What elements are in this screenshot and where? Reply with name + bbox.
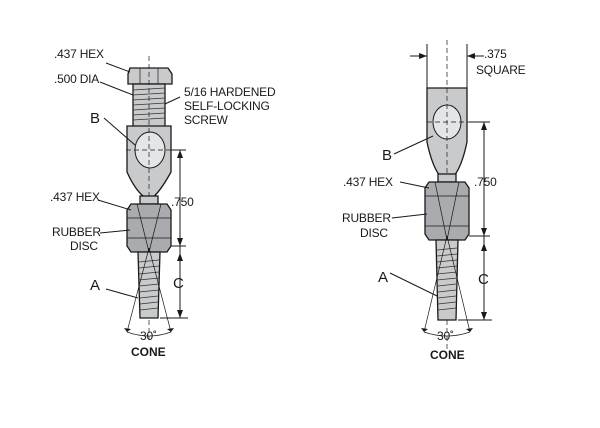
right-stud-threads [436,247,458,311]
left-top-hex-cap [127,67,173,85]
left-screw-label-2: SELF-LOCKING [184,99,270,113]
left-middle-hex [126,203,172,253]
left-assembly [97,56,188,340]
right-label-b: B [382,147,392,164]
right-assembly [389,40,492,350]
left-dim-750: .750 [171,195,194,209]
right-dim-375: .375 [484,47,507,61]
right-angle-label: 30˚ [437,329,454,343]
left-label-b: B [90,110,100,127]
left-dia-label: .500 DIA [54,72,99,86]
right-label-a: A [378,269,388,286]
right-rubber-label-2: DISC [360,226,388,240]
right-dim-750: .750 [474,175,497,189]
left-hex-top-label: .437 HEX [54,47,104,61]
left-cone-label: CONE [131,345,166,359]
right-square-label: SQUARE [476,63,526,77]
left-screw-label-1: 5/16 HARDENED [184,85,276,99]
right-hex-label: .437 HEX [343,175,393,189]
left-angle-label: 30˚ [140,329,157,343]
left-label-c: C [173,275,184,292]
right-hex [424,181,470,241]
left-screw-label-3: SCREW [184,113,229,127]
left-rubber-label-1: RUBBER [52,225,101,239]
right-cone-label: CONE [430,348,465,362]
left-label-a: A [90,277,100,294]
left-hex-mid-label: .437 HEX [50,190,100,204]
left-rubber-label-2: DISC [70,239,98,253]
right-label-c: C [478,271,489,288]
right-rubber-label-1: RUBBER [342,211,391,225]
